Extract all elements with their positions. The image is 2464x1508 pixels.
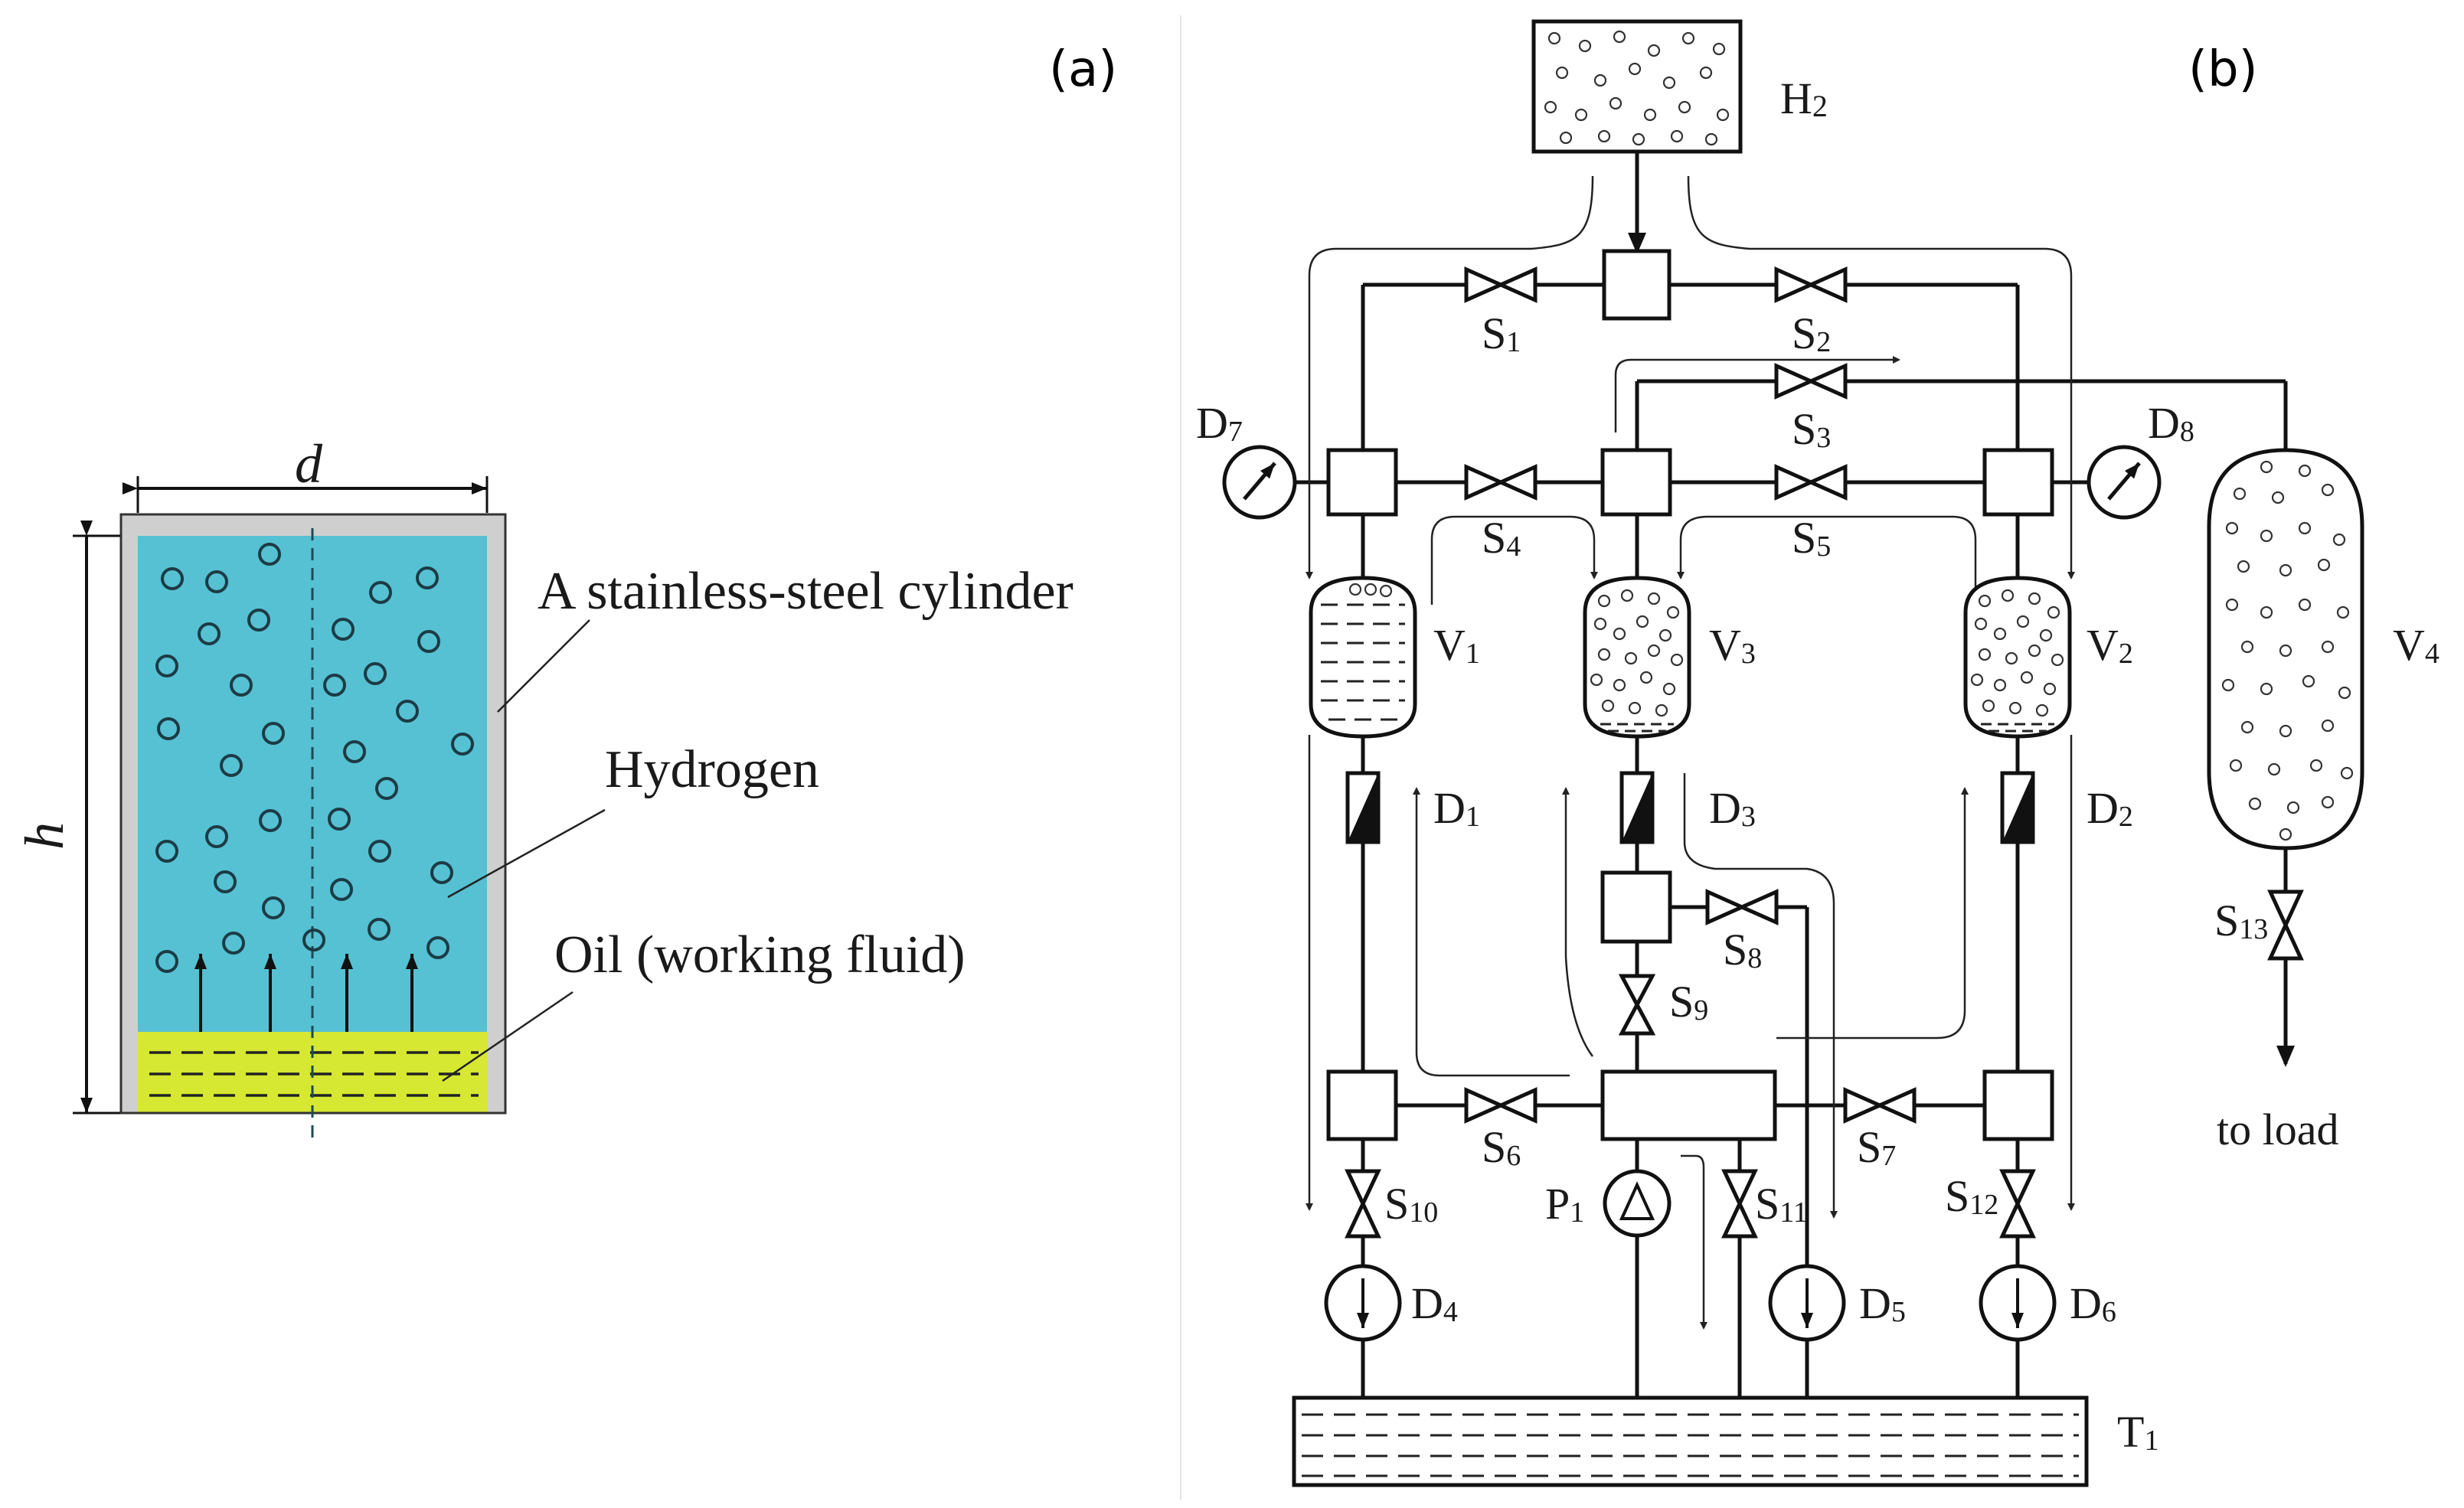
label-p1: P1	[1545, 1179, 1584, 1229]
label-d5: D5	[1859, 1278, 1906, 1328]
label-d7: D7	[1196, 398, 1243, 448]
panel-b: (b) H2	[1196, 19, 2439, 1487]
label-d1: D1	[1433, 783, 1480, 833]
valve-s5	[1774, 464, 1848, 501]
label-s6: S6	[1482, 1122, 1521, 1172]
flow-meters	[1345, 771, 2035, 844]
vessel-v2	[1963, 576, 2072, 739]
component-labels: S1 S2 S3 S4 S5 S6 S7 S8 S9 S10 S11 S12 S…	[1196, 308, 2439, 1457]
label-s8: S8	[1723, 925, 1762, 974]
label-to-load: to load	[2217, 1105, 2338, 1154]
manifold-box	[1600, 1069, 1777, 1141]
label-t1: T1	[2117, 1407, 2158, 1457]
steel-cylinder	[119, 513, 507, 1144]
valve-s10	[1345, 1169, 1381, 1239]
dimension-d: d	[123, 433, 489, 513]
valves-horizontal	[1464, 266, 1917, 1124]
vessel-v3	[1583, 576, 1691, 739]
label-v1: V1	[1433, 620, 1480, 670]
label-s13: S13	[2214, 896, 2268, 945]
label-hydrogen: Hydrogen	[605, 740, 819, 799]
valve-s4	[1464, 464, 1538, 501]
label-d4: D4	[1411, 1278, 1458, 1328]
valve-s6	[1464, 1087, 1538, 1124]
hydrogen-bubbles	[155, 543, 474, 973]
label-s10: S10	[1384, 1179, 1438, 1229]
dimension-h-label: h	[14, 822, 75, 850]
tank-t1	[1292, 1395, 2089, 1487]
label-s5: S5	[1792, 513, 1831, 563]
valve-s13	[2267, 889, 2304, 961]
panel-a-tag: (a)	[1049, 41, 1117, 98]
label-d3: D3	[1709, 783, 1756, 833]
panel-b-tag: (b)	[2188, 41, 2258, 98]
label-s12: S12	[1945, 1171, 1998, 1221]
valve-s11	[1721, 1169, 1758, 1239]
label-s9: S9	[1669, 977, 1708, 1027]
label-d6: D6	[2070, 1278, 2116, 1328]
dimension-d-label: d	[295, 433, 323, 495]
label-s11: S11	[1755, 1179, 1808, 1229]
label-v2: V2	[2087, 620, 2133, 670]
vessel-v4	[2207, 448, 2364, 850]
valve-s7	[1843, 1087, 1917, 1124]
junction-boxes	[1326, 249, 2054, 1141]
valve-s9	[1618, 974, 1656, 1036]
label-s7: S7	[1857, 1122, 1896, 1172]
label-v3: V3	[1709, 620, 1756, 670]
label-v4: V4	[2393, 620, 2439, 670]
label-s1: S1	[1482, 308, 1521, 358]
valve-s3	[1774, 363, 1848, 400]
dimension-h: h	[14, 521, 135, 1115]
label-h2: H2	[1780, 73, 1828, 123]
flow-paths	[1306, 175, 2075, 1330]
label-s2: S2	[1792, 308, 1831, 358]
label-d2: D2	[2087, 783, 2133, 833]
valve-s12	[1999, 1169, 2036, 1239]
hydrogen-source-tank	[1531, 19, 1743, 154]
label-d8: D8	[2148, 398, 2194, 448]
flow-indicators	[1324, 1264, 2057, 1342]
valves-vertical	[1345, 889, 2304, 1239]
label-cylinder: A stainless-steel cylinder	[538, 562, 1074, 621]
svg-text:H2: H2	[1780, 73, 1828, 123]
pressure-gauges	[1222, 445, 2162, 520]
label-s3: S3	[1792, 404, 1831, 454]
label-s4: S4	[1482, 513, 1521, 563]
valve-s1	[1464, 266, 1538, 303]
pump-p1	[1603, 1169, 1672, 1238]
panel-a: (a) d h	[14, 41, 1117, 1144]
label-oil: Oil (working fluid)	[554, 925, 966, 984]
vessel-v1	[1309, 576, 1417, 739]
rising-arrows	[194, 954, 418, 1032]
valve-s2	[1774, 266, 1848, 303]
valve-s8	[1705, 889, 1779, 925]
